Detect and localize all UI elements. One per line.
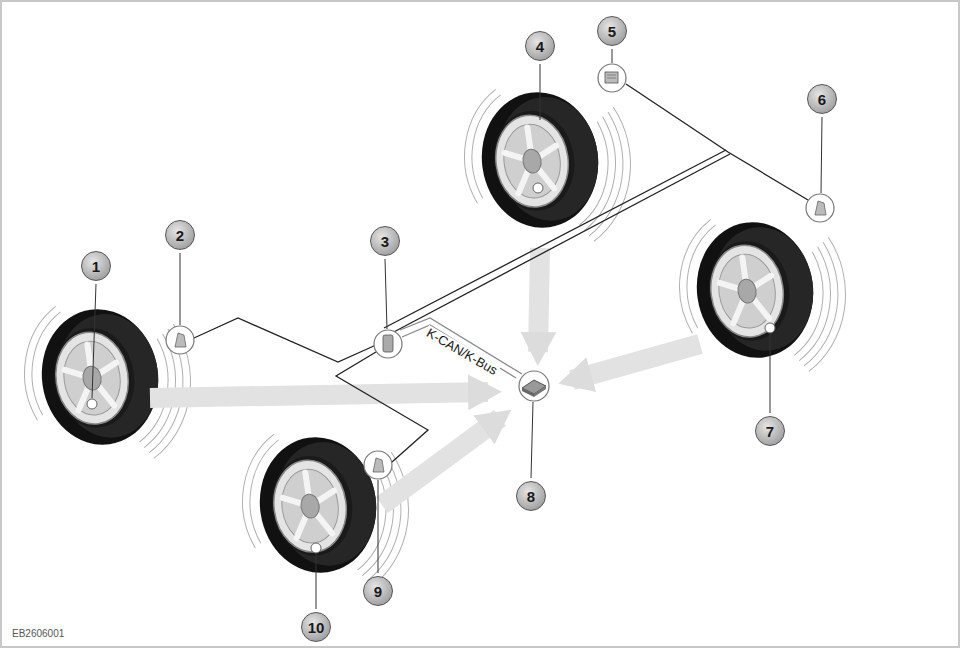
leader-line <box>378 480 379 573</box>
callout-number: 4 <box>536 39 544 54</box>
callout-circle: 3 <box>370 226 400 256</box>
trigger-transmitter <box>806 194 834 222</box>
callout-number: 1 <box>92 259 100 274</box>
signal-arrow <box>382 418 500 505</box>
wheel <box>670 202 856 387</box>
callout-circle: 8 <box>516 481 546 511</box>
wire <box>194 318 376 362</box>
leader-line <box>821 117 822 193</box>
leader-line <box>180 253 181 325</box>
callout-circle: 4 <box>525 31 555 61</box>
figure-id: EB2606001 <box>12 628 64 639</box>
wiring <box>194 84 808 462</box>
callout-circle: 2 <box>165 220 195 250</box>
leader-line <box>612 49 613 63</box>
leader-lines <box>92 49 822 609</box>
wheel <box>15 289 201 474</box>
callout-number: 8 <box>527 489 535 504</box>
callout-number: 9 <box>374 584 382 599</box>
callout-number: 6 <box>818 92 826 107</box>
leader-line <box>531 402 533 478</box>
control-unit <box>519 371 549 401</box>
trigger-transmitter <box>364 451 392 479</box>
callout-number: 2 <box>176 228 184 243</box>
leader-line <box>385 259 387 329</box>
callout-circle: 9 <box>363 576 393 606</box>
trigger-transmitter <box>598 64 626 92</box>
trigger-transmitter <box>166 326 194 354</box>
callout-circle: 1 <box>81 251 111 281</box>
callout-number: 3 <box>381 234 389 249</box>
bus-label: K-CAN/K-Bus <box>422 325 501 379</box>
signal-arrow <box>150 392 488 398</box>
signal-arrow <box>572 344 700 380</box>
leader-line <box>92 284 96 398</box>
callout-circle: 6 <box>807 84 837 114</box>
callout-circle: 10 <box>301 612 331 642</box>
wire <box>384 150 726 328</box>
callout-circle: 5 <box>597 16 627 46</box>
callout-number: 5 <box>608 24 616 39</box>
wire <box>390 154 730 334</box>
callout-number: 10 <box>308 620 325 635</box>
wire <box>626 84 808 200</box>
callout-circle: 7 <box>755 416 785 446</box>
wire <box>336 352 428 462</box>
wheel <box>455 72 641 257</box>
leader-line <box>540 64 541 120</box>
wheel-electronics <box>87 183 775 553</box>
signal-arrow <box>538 248 540 352</box>
leader-line <box>770 334 771 413</box>
callout-number: 7 <box>766 424 774 439</box>
leader-line <box>316 554 317 609</box>
signal-arrows <box>150 248 700 505</box>
receiver-module <box>374 330 402 358</box>
